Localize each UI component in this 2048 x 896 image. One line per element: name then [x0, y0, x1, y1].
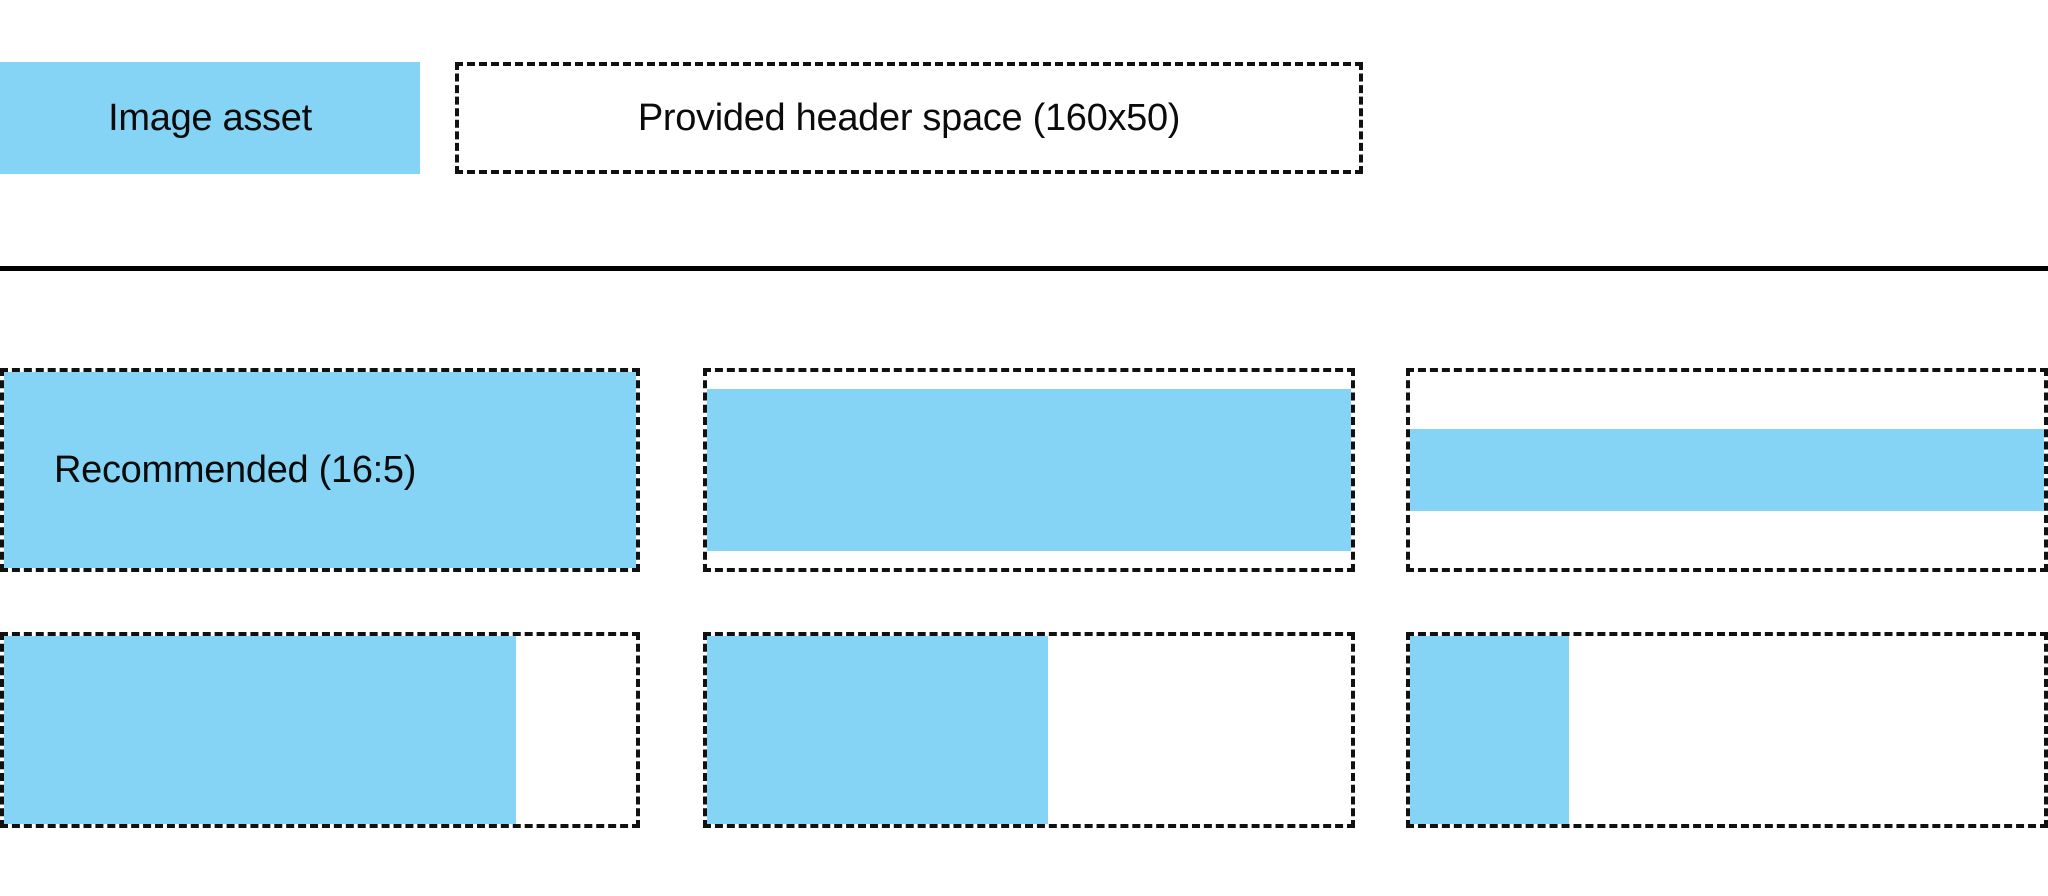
- sample-cell: [703, 368, 1355, 572]
- section-divider: [0, 266, 2048, 271]
- sample-fill: [707, 636, 1049, 824]
- sample-cell: [1406, 368, 2048, 572]
- image-asset-label: Image asset: [108, 97, 312, 139]
- sample-cell: [1406, 632, 2048, 828]
- sample-fill: [707, 388, 1351, 552]
- sample-fill: [4, 636, 516, 824]
- header-row: Image asset Provided header space (160x5…: [0, 62, 2048, 174]
- provided-header-space-box: Provided header space (160x50): [455, 62, 1363, 174]
- image-asset-swatch: Image asset: [0, 62, 420, 174]
- sample-fill: [1410, 428, 2044, 512]
- sample-fill: [1410, 636, 1569, 824]
- provided-header-space-label: Provided header space (160x50): [637, 97, 1181, 139]
- sample-cell: [703, 632, 1355, 828]
- sample-cell: Recommended (16:5): [0, 368, 640, 572]
- grid-row: [0, 632, 2048, 828]
- sample-fill: [4, 372, 636, 568]
- sample-cell: [0, 632, 640, 828]
- grid-row: Recommended (16:5): [0, 368, 2048, 572]
